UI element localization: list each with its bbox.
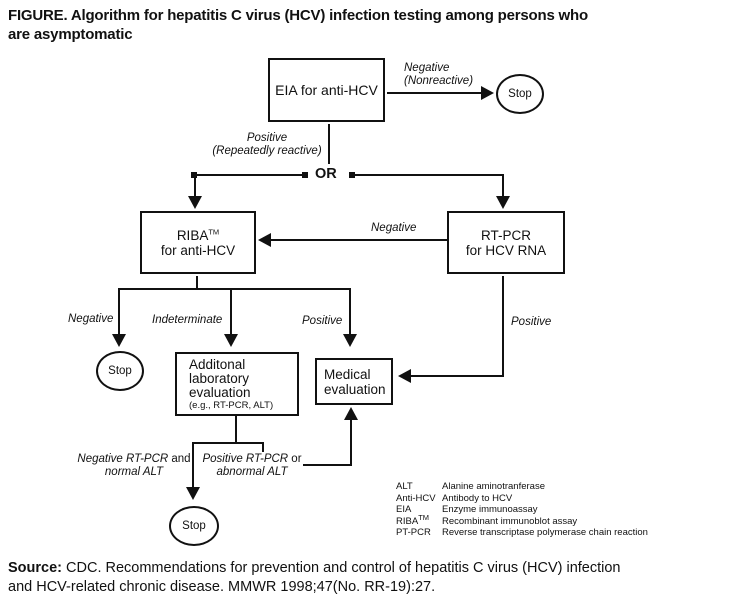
medical-box-line1: Medical — [324, 366, 371, 382]
connector-branch-positive — [349, 290, 351, 335]
source-label: Source: — [8, 560, 62, 576]
abbreviation-legend: ALT Alanine aminotranferase Anti-HCV Ant… — [396, 481, 648, 539]
legend-row-alt: ALT Alanine aminotranferase — [396, 481, 648, 493]
connector-negpath-down — [192, 443, 194, 488]
arrowhead-down-medical — [343, 334, 357, 347]
edge-label-riba-positive: Positive — [302, 315, 343, 327]
additional-box-line3: evaluation — [189, 384, 251, 400]
connector-branch-negative — [118, 290, 120, 335]
connector-riba-branch-rail — [118, 288, 351, 290]
arrowhead-down-rtpcr — [496, 196, 510, 209]
legend-row-eia: EIA Enzyme immunoassay — [396, 504, 648, 516]
riba-box: RIBATM for anti-HCV — [140, 211, 256, 274]
connector-pospath-stub — [262, 443, 264, 452]
connector-endpoint-square — [349, 172, 355, 178]
riba-box-label2: for anti-HCV — [160, 242, 236, 258]
arrowhead-left-riba — [258, 233, 271, 247]
legend-term: Anti-HCV — [396, 492, 436, 504]
connector-endpoint-square — [191, 172, 197, 178]
connector-eia-stop — [387, 92, 482, 94]
connector-rtpcr-medical — [411, 375, 504, 377]
connector-riba-down — [196, 276, 198, 290]
arrowhead-down-riba — [188, 196, 202, 209]
riba-box-label: RIBA — [176, 227, 209, 243]
additional-box-line4: (e.g., RT-PCR, ALT) — [189, 399, 274, 411]
figure-title: FIGURE. Algorithm for hepatitis C virus … — [8, 6, 738, 44]
rtpcr-box: RT-PCR for HCV RNA — [447, 211, 565, 274]
source-text-line1: CDC. Recommendations for prevention and … — [62, 560, 621, 576]
connector-additional-down — [235, 416, 237, 443]
source-text-line2: and HCV-related chronic disease. MMWR 19… — [8, 579, 436, 595]
arrowhead-right-eia-stop — [481, 86, 494, 100]
connector-left-down — [194, 176, 196, 197]
figure-title-line2: are asymptomatic — [8, 26, 133, 43]
stop-circle-middle: Stop — [96, 351, 144, 391]
edge-label-eia-positive: Positive (Repeatedly reactive) — [212, 132, 322, 157]
connector-eia-or — [328, 124, 330, 164]
arrowhead-down-additional — [224, 334, 238, 347]
connector-additional-rail — [192, 442, 264, 444]
legend-row-riba: RIBATM Recombinant immunoblot assay — [396, 512, 648, 528]
edge-label-riba-negative: Negative — [68, 313, 114, 325]
or-junction-label: OR — [315, 166, 337, 182]
edge-label-riba-indeterminate: Indeterminate — [152, 314, 223, 326]
source-note: Source: CDC. Recommendations for prevent… — [8, 559, 621, 597]
legend-term: RIBATM — [396, 512, 430, 527]
connector-pospath-up — [350, 419, 352, 466]
additional-evaluation-box: Additonal laboratory evaluation (e.g., R… — [175, 352, 299, 416]
edge-label-rtpcr-negative: Negative — [371, 222, 417, 234]
connector-branch-indeterminate — [230, 290, 232, 335]
legend-row-anti-hcv: Anti-HCV Antibody to HCV — [396, 493, 648, 505]
edge-label-negative-path: Negative RT-PCR and normal ALT — [77, 453, 191, 478]
connector-rtpcr-riba — [270, 239, 447, 241]
edge-label-eia-negative: Negative (Nonreactive) — [404, 62, 474, 87]
legend-definition: Recombinant immunoblot assay — [442, 515, 578, 527]
arrowhead-left-medical — [398, 369, 411, 383]
connector-rtpcr-positive-down — [502, 276, 504, 377]
arrowhead-down-stop-bottom — [186, 487, 200, 500]
stop-circle-bottom: Stop — [169, 506, 219, 546]
connector-or-right — [351, 174, 504, 176]
legend-definition: Reverse transcriptase polymerase chain r… — [442, 527, 648, 539]
rtpcr-box-label1: RT-PCR — [480, 227, 531, 243]
legend-row-pt-pcr: PT-PCR Reverse transcriptase polymerase … — [396, 527, 648, 539]
medical-box-line2: evaluation — [324, 381, 386, 397]
connector-right-down — [502, 176, 504, 197]
stop-circle-top: Stop — [496, 74, 544, 114]
eia-box: EIA for anti-HCV — [268, 58, 385, 122]
legend-term: PT-PCR — [396, 527, 431, 539]
legend-term: ALT — [396, 481, 413, 492]
connector-pospath-horizontal — [303, 464, 352, 466]
legend-definition: Enzyme immunoassay — [442, 504, 538, 516]
legend-definition: Antibody to HCV — [442, 492, 513, 504]
additional-box-line2: laboratory — [189, 370, 250, 386]
legend-definition: Alanine aminotranferase — [442, 481, 545, 492]
riba-tm-superscript: TM — [208, 227, 220, 236]
arrowhead-up-medical — [344, 407, 358, 420]
connector-or-left — [193, 174, 307, 176]
additional-box-line1: Additonal — [189, 356, 246, 372]
connector-endpoint-square — [302, 172, 308, 178]
legend-riba-tm-superscript: TM — [418, 512, 430, 522]
arrowhead-down-stop-mid — [112, 334, 126, 347]
figure-title-line1: FIGURE. Algorithm for hepatitis C virus … — [8, 7, 588, 24]
edge-label-rtpcr-positive: Positive — [511, 316, 552, 328]
rtpcr-box-label2: for HCV RNA — [465, 242, 547, 258]
legend-term: EIA — [396, 504, 412, 516]
eia-box-label: EIA for anti-HCV — [275, 81, 378, 98]
medical-evaluation-box: Medical evaluation — [315, 358, 393, 405]
edge-label-positive-path: Positive RT-PCR or abnormal ALT — [202, 453, 302, 478]
